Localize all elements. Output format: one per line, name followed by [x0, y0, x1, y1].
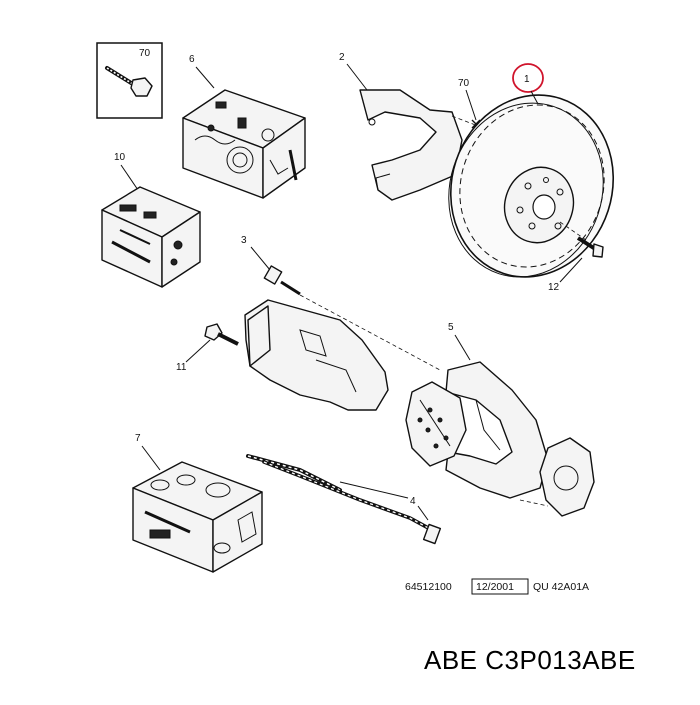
brake-disc-1: 1 — [448, 63, 615, 278]
calliper-body: 3 — [241, 235, 441, 411]
reference-date: 12/2001 — [476, 581, 514, 593]
callout-70-disc: 70 — [458, 78, 470, 89]
pin-kit-box-10: 10 — [101, 152, 201, 288]
callout-7: 7 — [135, 433, 141, 444]
brake-hoses-4: 4 — [246, 437, 595, 545]
screw-12: 12 — [548, 221, 604, 293]
seal-kit-box-7: 7 — [132, 433, 263, 573]
bolt-70-disc: 70 — [451, 78, 481, 129]
callout-1: 1 — [524, 74, 530, 85]
hardware-kit-box-6: 6 — [182, 54, 306, 199]
bolt-box-70: 70 — [96, 42, 163, 119]
bolt-icon — [105, 66, 153, 97]
callout-11: 11 — [176, 362, 187, 373]
callout-10: 10 — [114, 152, 126, 163]
reference-code: 64512100 — [405, 581, 452, 593]
callout-6: 6 — [189, 54, 195, 65]
bolt-11: 11 — [176, 323, 239, 373]
callout-5: 5 — [448, 322, 454, 333]
callout-12: 12 — [548, 282, 560, 293]
calliper-carrier-5: 5 — [405, 322, 549, 499]
callout-3: 3 — [241, 235, 247, 246]
highlight-circle — [512, 63, 544, 93]
callout-70-box: 70 — [139, 48, 151, 59]
brand-part-number: ABE C3P013ABE — [424, 645, 636, 675]
splash-shield-2: 2 — [339, 52, 463, 201]
callout-2: 2 — [339, 52, 345, 63]
reference-caption: 64512100 12/2001 QU 42A01A — [405, 578, 589, 595]
callout-4: 4 — [410, 496, 416, 507]
reference-suffix: QU 42A01A — [533, 581, 589, 593]
